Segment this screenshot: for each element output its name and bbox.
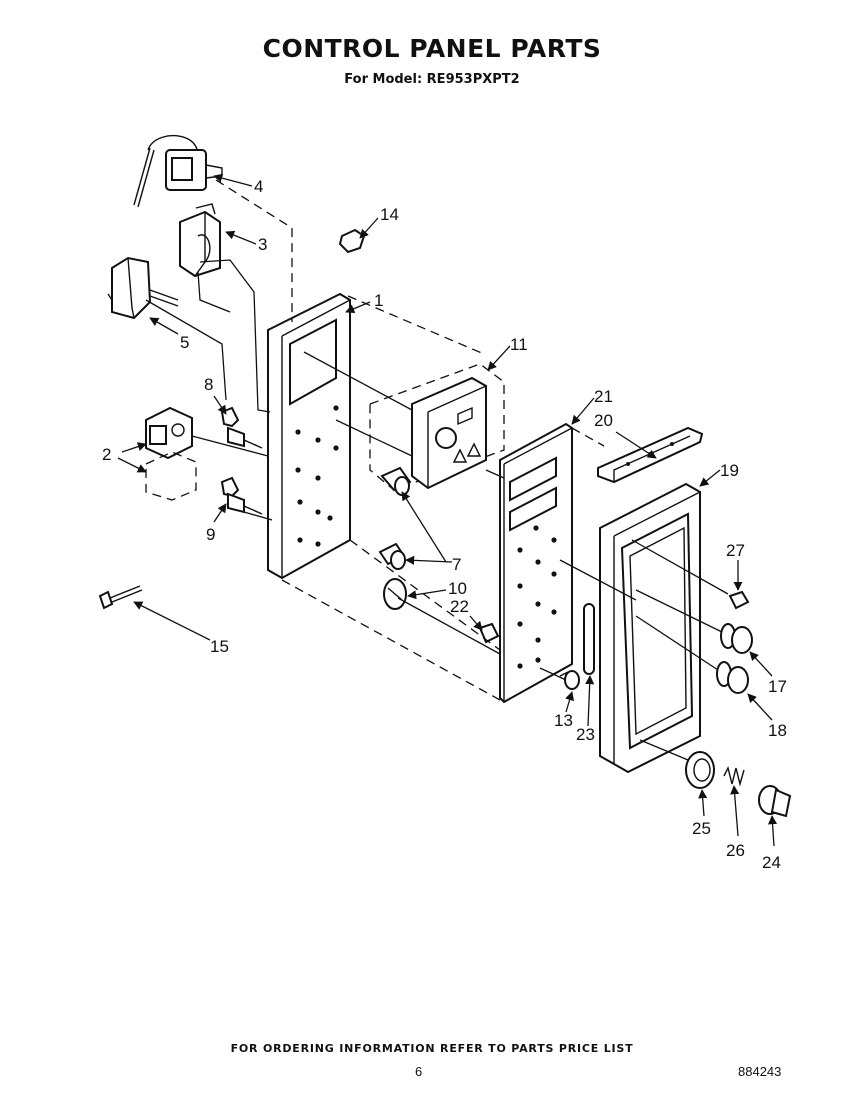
callout-18: 18 [768, 721, 787, 740]
part-4-timer-motor [133, 134, 223, 208]
part-3-relay [179, 203, 221, 278]
part-2-switch [145, 406, 197, 501]
callout-leaders [117, 173, 778, 847]
callout-26: 26 [726, 841, 745, 860]
part-19-door-frame [599, 482, 701, 774]
assembly-guide-lines [215, 179, 605, 701]
callout-10: 10 [448, 579, 467, 598]
callout-23: 23 [576, 725, 595, 744]
part-5-switch [107, 256, 179, 320]
part-21-face-plate [499, 422, 573, 704]
model-subtitle: For Model: RE953PXPT2 [344, 72, 520, 87]
callout-7: 7 [452, 555, 461, 574]
part-18-knob [716, 661, 749, 694]
callout-19: 19 [720, 461, 739, 480]
assembly-connection-lines [145, 259, 729, 761]
part-7-shaft [378, 466, 412, 570]
callout-24: 24 [762, 853, 781, 872]
part-14-clip [338, 228, 366, 254]
document-number: 884243 [738, 1064, 782, 1079]
part-24-push-button [758, 785, 792, 818]
callout-3: 3 [258, 235, 267, 254]
part-15-pin [98, 585, 143, 610]
plate-21-holes [517, 525, 557, 669]
part-11-control-board [369, 363, 505, 491]
callout-8: 8 [204, 375, 213, 394]
callout-9: 9 [206, 525, 215, 544]
callout-21: 21 [594, 387, 613, 406]
callout-13: 13 [554, 711, 573, 730]
callout-11: 11 [510, 335, 528, 354]
page-number: 6 [415, 1064, 423, 1079]
part-1-panel-frame [267, 292, 351, 580]
callout-2: 2 [102, 445, 111, 464]
part-26-spring [723, 765, 745, 787]
part-22-clip [478, 622, 500, 644]
ordering-note: FOR ORDERING INFORMATION REFER TO PARTS … [230, 1042, 634, 1055]
part-23-strip [583, 603, 595, 675]
callout-5: 5 [180, 333, 189, 352]
part-10-disc [383, 578, 407, 610]
callout-14: 14 [380, 205, 399, 224]
part-9-screw [220, 476, 263, 515]
callout-numbers: 4 3 5 14 1 2 8 9 7 10 11 22 15 21 20 19 … [102, 177, 787, 872]
part-13-button [559, 670, 580, 690]
part-20-bracket [597, 426, 704, 484]
callout-4: 4 [254, 177, 263, 196]
callout-20: 20 [594, 411, 613, 430]
callout-25: 25 [692, 819, 711, 838]
callout-27: 27 [726, 541, 745, 560]
panel-1-holes [295, 405, 339, 547]
part-27-clip [728, 590, 750, 610]
part-8-screw [220, 406, 263, 449]
part-17-knob [720, 623, 753, 654]
callout-17: 17 [768, 677, 787, 696]
callout-15: 15 [210, 637, 229, 656]
callout-1: 1 [374, 291, 383, 310]
page-title: CONTROL PANEL PARTS [262, 34, 602, 63]
callout-22: 22 [450, 597, 469, 616]
part-25-bezel [685, 751, 715, 789]
